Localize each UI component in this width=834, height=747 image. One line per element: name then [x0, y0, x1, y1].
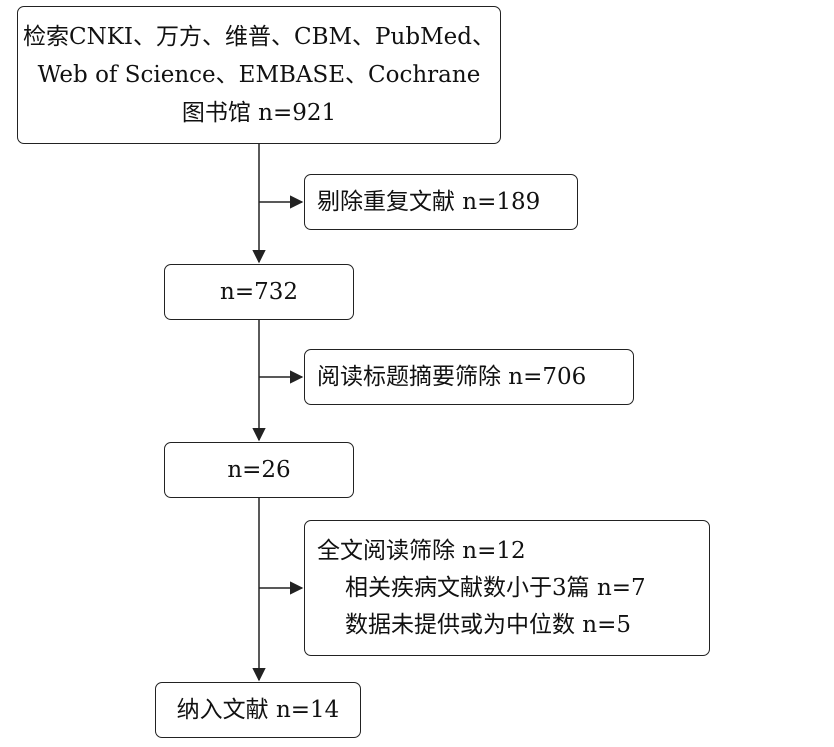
after-dedup-count: n=732: [220, 278, 298, 305]
search-line-2: Web of Science、EMBASE、Cochrane: [37, 62, 481, 88]
exclusion-reason-2: 数据未提供或为中位数 n=5: [345, 611, 632, 638]
search-line-1: 检索CNKI、万方、维普、CBM、PubMed、: [23, 24, 495, 50]
after-title-screen-count: n=26: [227, 456, 291, 483]
after-title-screen-box: n=26: [164, 442, 354, 498]
after-dedup-box: n=732: [164, 264, 354, 320]
included-studies-box: 纳入文献 n=14: [155, 682, 361, 738]
exclusion-reason-1: 相关疾病文献数小于3篇 n=7: [345, 574, 646, 601]
search-sources-box: 检索CNKI、万方、维普、CBM、PubMed、 Web of Science、…: [17, 6, 501, 144]
included-studies-label: 纳入文献 n=14: [176, 696, 340, 723]
full-text-screen-heading: 全文阅读筛除 n=12: [317, 537, 526, 564]
full-text-screen-box: 全文阅读筛除 n=12 相关疾病文献数小于3篇 n=7 数据未提供或为中位数 n…: [304, 520, 710, 656]
search-line-3: 图书馆 n=921: [181, 100, 337, 126]
remove-duplicates-label: 剔除重复文献 n=189: [317, 188, 541, 215]
title-abstract-screen-box: 阅读标题摘要筛除 n=706: [304, 349, 634, 405]
remove-duplicates-box: 剔除重复文献 n=189: [304, 174, 578, 230]
title-abstract-screen-label: 阅读标题摘要筛除 n=706: [317, 363, 587, 390]
